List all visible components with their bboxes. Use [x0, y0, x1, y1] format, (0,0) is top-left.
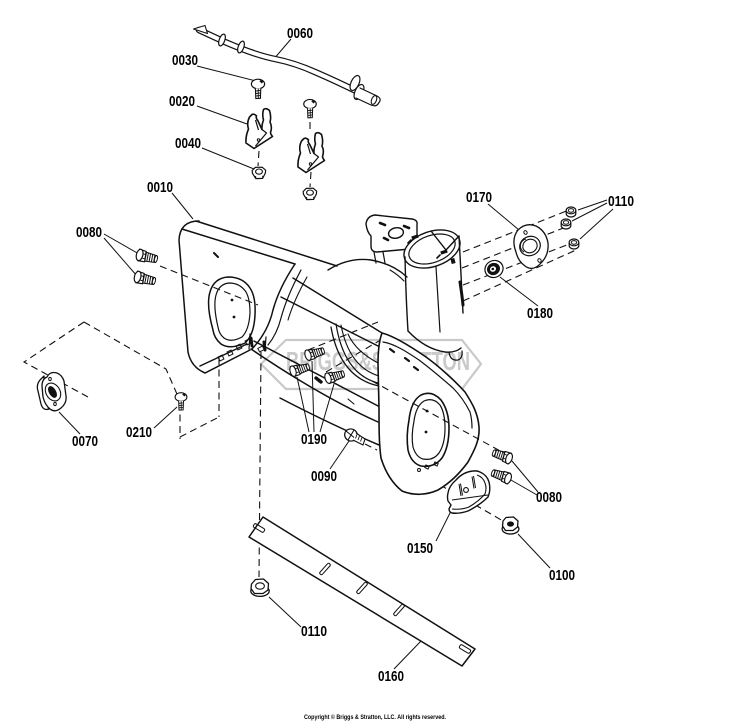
svg-text:0150: 0150: [407, 540, 433, 557]
svg-text:0100: 0100: [549, 567, 575, 584]
svg-text:Copyright © Briggs & Stratton,: Copyright © Briggs & Stratton, LLC. All …: [304, 714, 446, 721]
svg-text:0030: 0030: [172, 52, 198, 69]
svg-text:0010: 0010: [147, 179, 173, 196]
svg-text:0190: 0190: [301, 431, 327, 448]
svg-text:0110: 0110: [608, 193, 634, 210]
svg-text:0080: 0080: [76, 224, 102, 241]
svg-text:0060: 0060: [287, 25, 313, 42]
svg-text:0040: 0040: [175, 135, 201, 152]
svg-text:0090: 0090: [311, 468, 337, 485]
svg-text:0210: 0210: [126, 424, 152, 441]
svg-text:0160: 0160: [378, 668, 404, 685]
svg-text:0080: 0080: [536, 489, 562, 506]
svg-text:0020: 0020: [169, 93, 195, 110]
svg-text:0180: 0180: [527, 305, 553, 322]
svg-text:0170: 0170: [466, 189, 492, 206]
svg-text:0110: 0110: [301, 623, 327, 640]
svg-text:0070: 0070: [72, 433, 98, 450]
